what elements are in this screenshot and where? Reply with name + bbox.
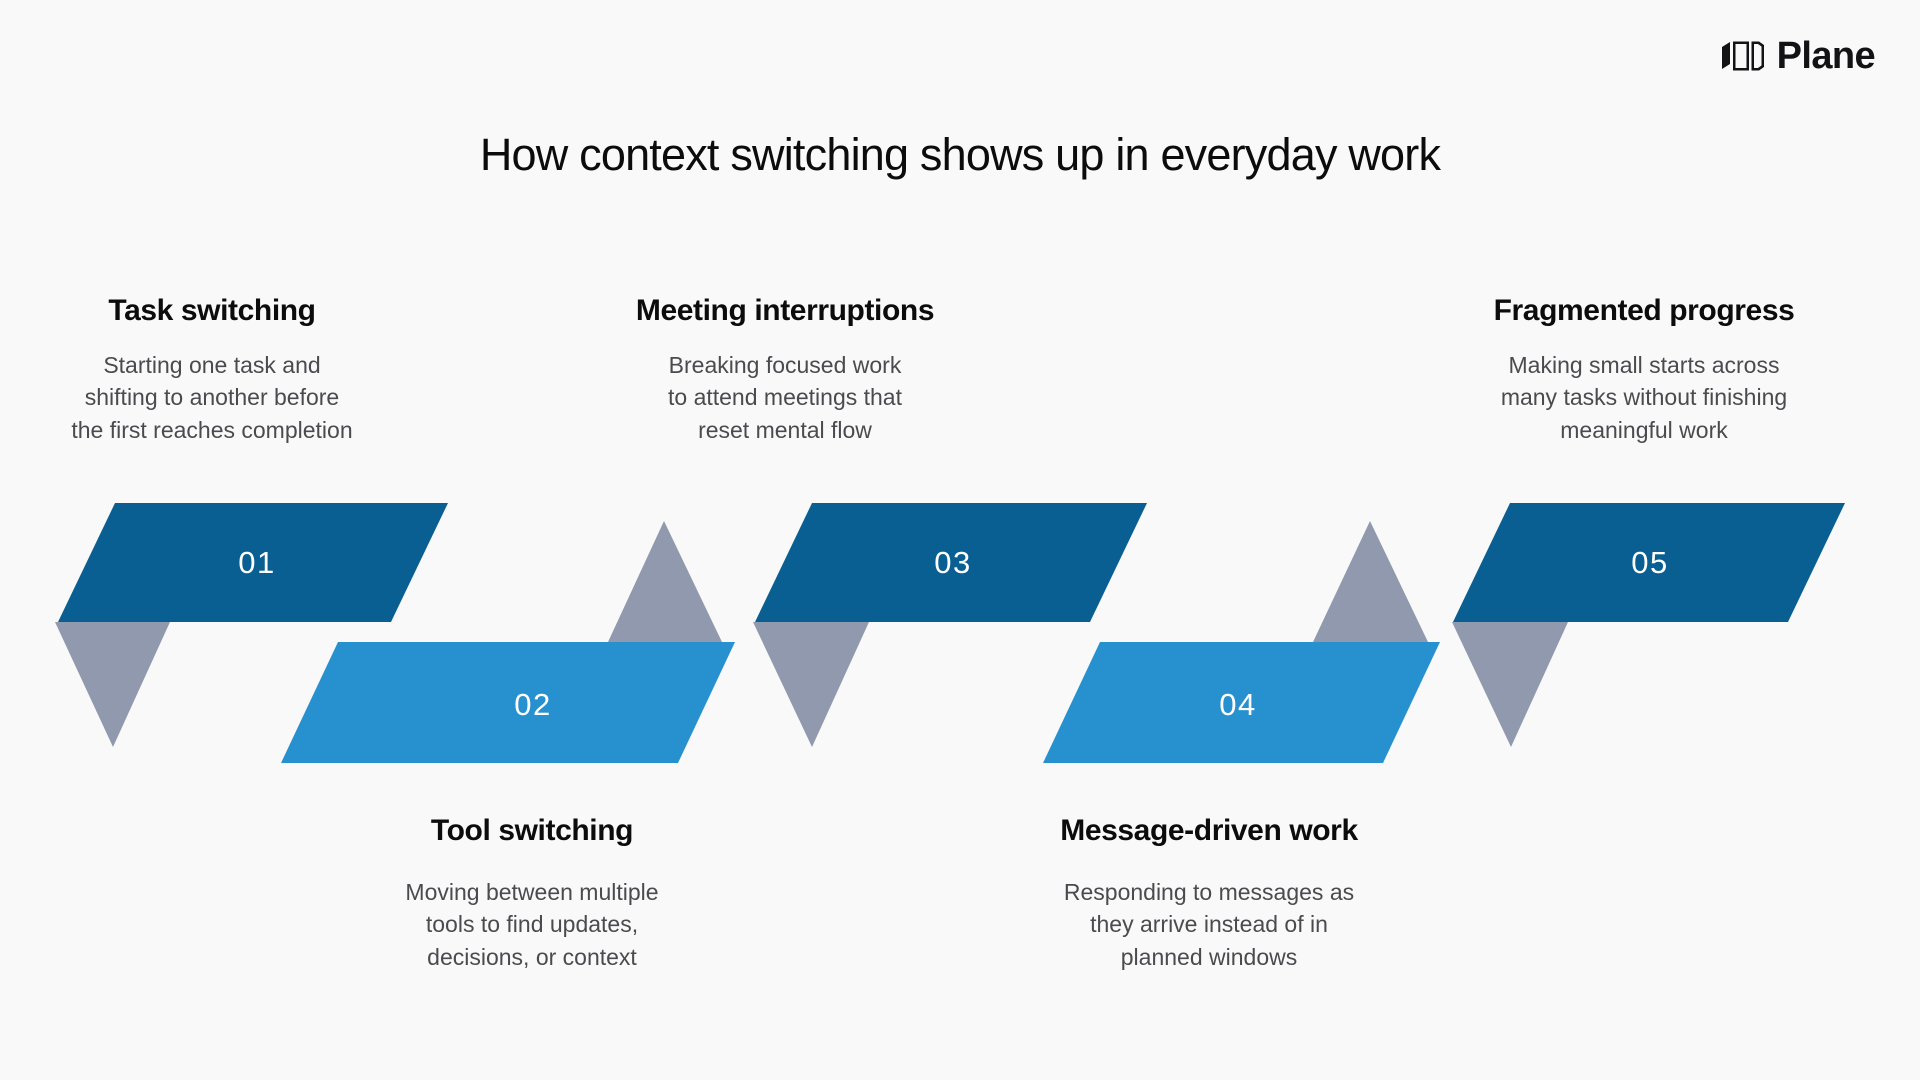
step-desc-line: decisions, or context bbox=[427, 943, 637, 970]
step-description-02: Moving between multiple tools to find up… bbox=[322, 876, 742, 974]
step-description-01: Starting one task and shifting to anothe… bbox=[2, 349, 422, 447]
step-desc-line: Moving between multiple bbox=[405, 878, 659, 905]
band-shape-04 bbox=[1043, 642, 1440, 763]
gray-triangle-up-1 bbox=[608, 521, 722, 642]
step-desc-line: shifting to another before bbox=[84, 384, 340, 411]
gray-triangle-down-2 bbox=[753, 622, 869, 747]
step-block-02: Tool switching Moving between multiple t… bbox=[322, 812, 742, 973]
step-desc-line: Responding to messages as bbox=[1063, 878, 1355, 905]
step-desc-line: meaningful work bbox=[1560, 416, 1728, 443]
step-description-05: Making small starts across many tasks wi… bbox=[1434, 349, 1854, 447]
step-heading-04: Message-driven work bbox=[1060, 814, 1358, 847]
brand-name: Plane bbox=[1776, 35, 1876, 77]
plane-logo-icon bbox=[1721, 41, 1764, 71]
step-block-03: Meeting interruptions Breaking focused w… bbox=[575, 292, 995, 446]
step-heading-03: Meeting interruptions bbox=[635, 294, 935, 327]
step-desc-line: tools to find updates, bbox=[425, 911, 639, 938]
gray-triangle-down-3 bbox=[1452, 622, 1568, 747]
step-desc-line: planned windows bbox=[1120, 943, 1298, 970]
gray-triangle-up-2 bbox=[1313, 521, 1428, 642]
step-desc-line: the first reaches completion bbox=[71, 416, 353, 443]
band-shape-03 bbox=[755, 503, 1147, 622]
step-block-01: Task switching Starting one task and shi… bbox=[2, 292, 422, 446]
band-shape-02 bbox=[281, 642, 735, 763]
band-shape-01 bbox=[58, 503, 448, 622]
page-title: How context switching shows up in everyd… bbox=[479, 129, 1441, 180]
step-description-04: Responding to messages as they arrive in… bbox=[999, 876, 1419, 974]
band-shape-05 bbox=[1453, 503, 1845, 622]
step-desc-line: Breaking focused work bbox=[668, 351, 902, 378]
step-desc-line: they arrive instead of in bbox=[1090, 911, 1328, 938]
step-description-03: Breaking focused work to attend meetings… bbox=[575, 349, 995, 447]
step-block-05: Fragmented progress Making small starts … bbox=[1434, 292, 1854, 446]
step-heading-01: Task switching bbox=[108, 294, 316, 327]
gray-triangle-down-1 bbox=[55, 622, 170, 747]
step-desc-line: Starting one task and bbox=[103, 351, 321, 378]
step-desc-line: to attend meetings that bbox=[668, 384, 902, 411]
step-desc-line: Making small starts across bbox=[1508, 351, 1780, 378]
brand-lockup: Plane bbox=[1721, 35, 1876, 77]
step-heading-05: Fragmented progress bbox=[1493, 294, 1795, 327]
step-heading-02: Tool switching bbox=[430, 814, 634, 847]
step-block-04: Message-driven work Responding to messag… bbox=[999, 812, 1419, 973]
step-desc-line: reset mental flow bbox=[698, 416, 872, 443]
step-desc-line: many tasks without finishing bbox=[1500, 384, 1788, 411]
